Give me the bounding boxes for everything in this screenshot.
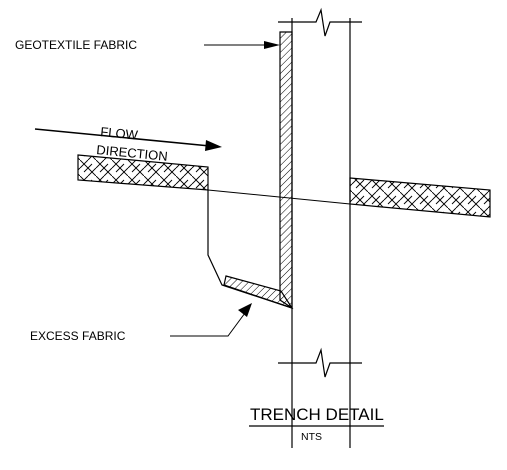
ground-line <box>207 189 351 205</box>
excess-fabric <box>223 275 294 310</box>
excess-leader <box>170 303 252 337</box>
flow-arrow <box>34 128 222 151</box>
detail-subtitle: NTS <box>301 431 322 443</box>
soil-right <box>349 177 491 218</box>
excess-label: EXCESS FABRIC <box>30 329 126 343</box>
geotextile-label: GEOTEXTILE FABRIC <box>15 38 137 52</box>
top-break-mark <box>278 7 362 37</box>
geotextile-fabric <box>279 31 293 310</box>
geotextile-leader <box>204 41 280 49</box>
flow-label-line1: FLOW <box>100 124 140 143</box>
detail-title: TRENCH DETAIL <box>250 405 384 424</box>
flow-label-line2: DIRECTION <box>96 142 169 164</box>
bottom-break-mark <box>278 347 362 378</box>
